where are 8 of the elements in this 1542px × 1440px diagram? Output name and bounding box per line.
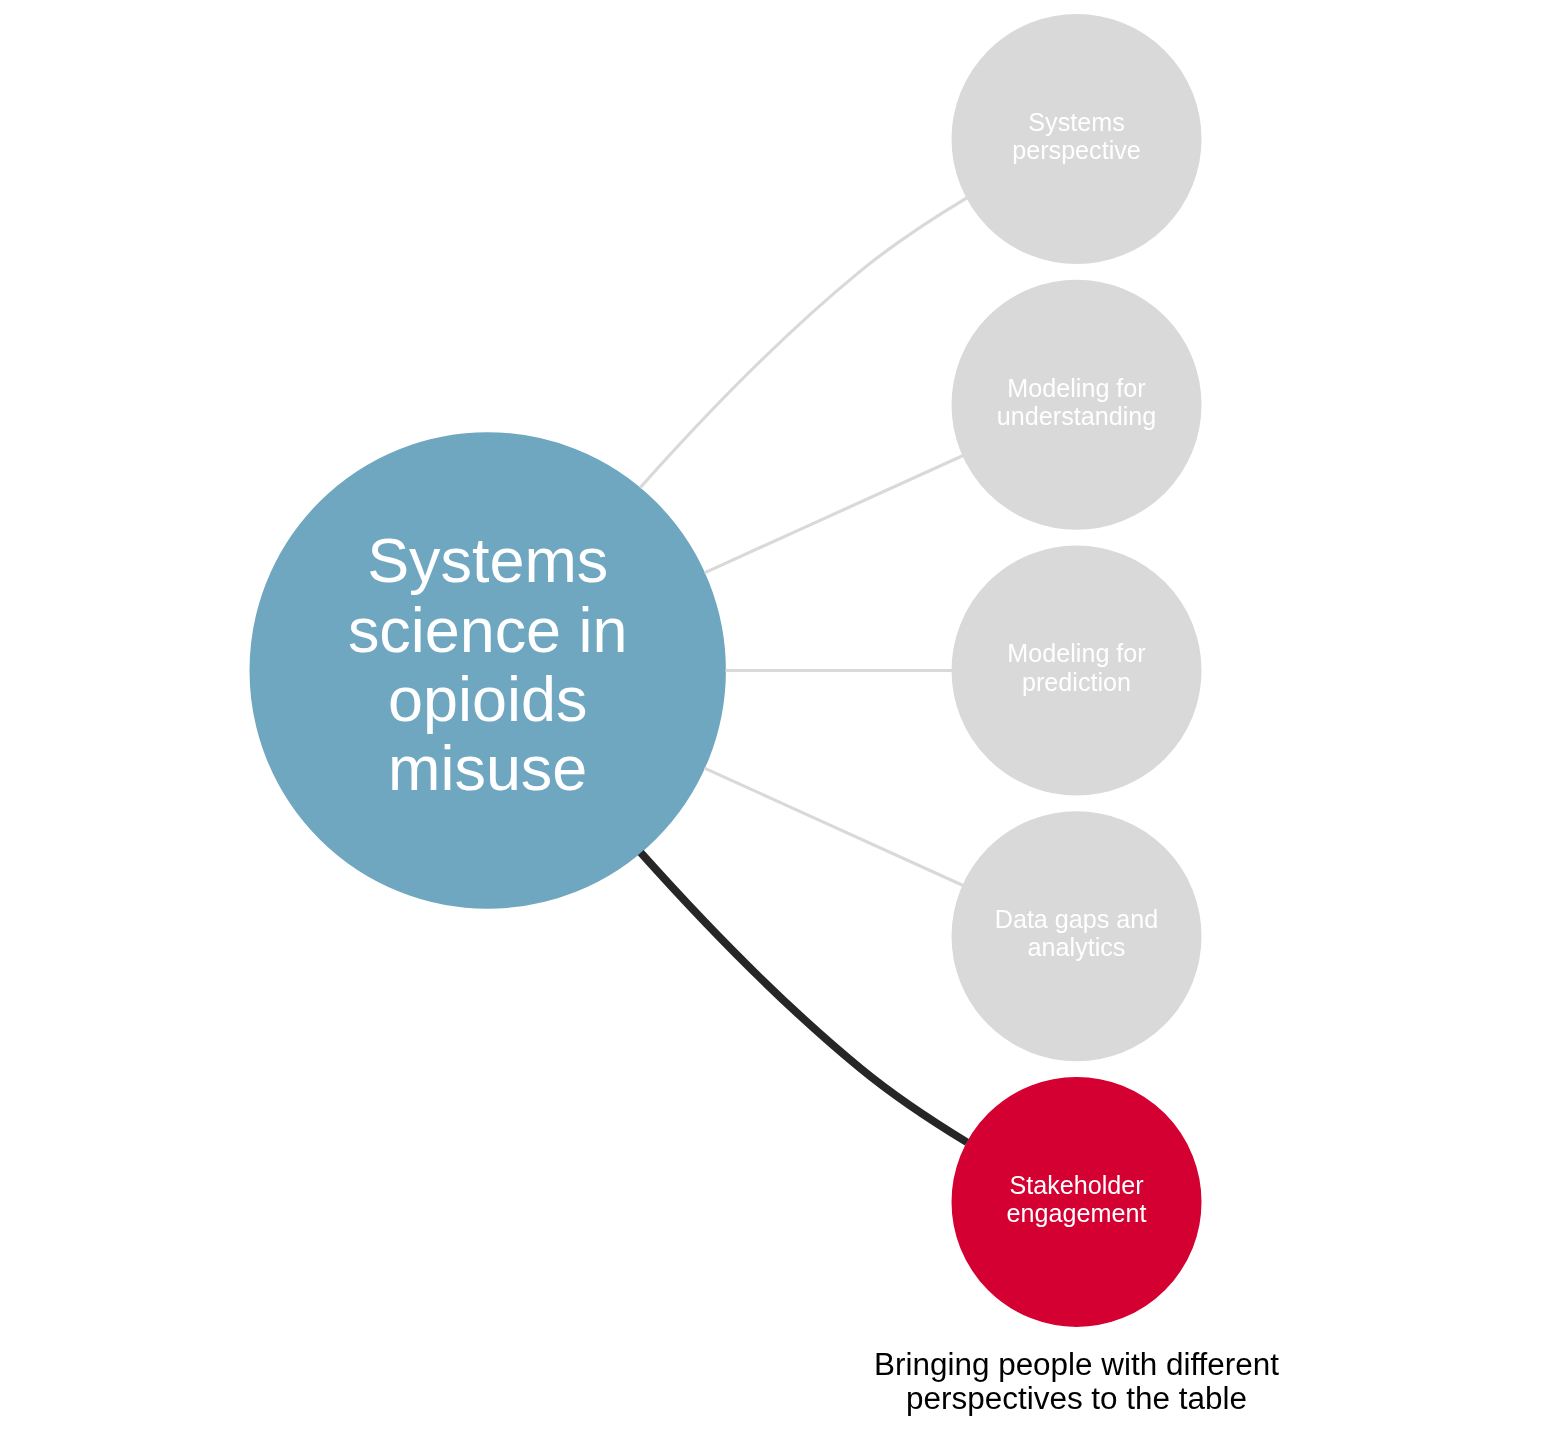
connector xyxy=(724,668,952,673)
connector xyxy=(703,766,964,887)
node-circle: Systems science in opioids misuse xyxy=(249,432,726,909)
node-circle: Stakeholder engagement xyxy=(951,1076,1201,1327)
connector xyxy=(637,850,969,1146)
connector xyxy=(703,454,964,575)
connector xyxy=(638,196,968,489)
node-label: Bringing people with different perspectives to the table xyxy=(873,1346,1279,1417)
